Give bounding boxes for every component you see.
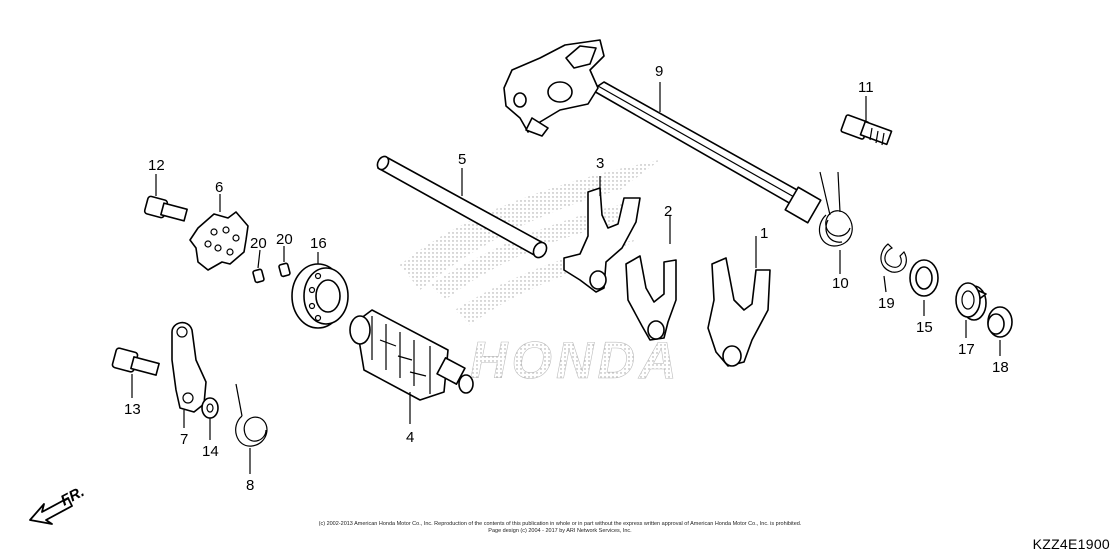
leader-lines [131, 82, 1001, 474]
part-8-spring[interactable] [235, 383, 268, 447]
part-16-bearing[interactable] [291, 263, 349, 329]
callout-15: 15 [916, 319, 933, 336]
part-2-shift-fork[interactable] [625, 255, 677, 341]
part-15-washer[interactable] [909, 259, 939, 297]
part-4-shift-drum[interactable] [349, 309, 474, 401]
reference-code: KZZ4E1900 [1032, 536, 1110, 552]
copyright-line-1: (c) 2002-2013 American Honda Motor Co., … [318, 521, 802, 527]
part-7-stopper-arm[interactable] [171, 321, 207, 413]
callout-11: 11 [858, 79, 874, 96]
callout-20b: 20 [276, 231, 293, 248]
part-6-segment[interactable] [189, 211, 249, 271]
callout-6: 6 [215, 179, 223, 196]
part-20-dowel-pin-a[interactable] [252, 268, 265, 284]
callout-10: 10 [832, 275, 849, 292]
part-20-dowel-pin-b[interactable] [278, 262, 291, 278]
callout-16: 16 [310, 235, 327, 252]
part-14-washer[interactable] [201, 397, 219, 419]
callout-19: 19 [878, 295, 895, 312]
callout-4: 4 [406, 429, 414, 446]
part-11-bolt[interactable] [840, 114, 893, 146]
copyright-notice: (c) 2002-2013 American Honda Motor Co., … [300, 521, 820, 535]
copyright-line-2: Page design (c) 2004 - 2017 by ARI Netwo… [488, 528, 632, 534]
part-17-needle-bearing[interactable] [955, 282, 987, 321]
part-19-circlip[interactable] [880, 243, 907, 273]
part-5-fork-shaft[interactable] [375, 154, 549, 259]
part-10-spring[interactable] [818, 171, 853, 247]
callout-9: 9 [655, 63, 663, 80]
callout-2: 2 [664, 203, 672, 220]
callout-8: 8 [246, 477, 254, 494]
callout-18: 18 [992, 359, 1009, 376]
front-direction-arrow: FR. [29, 483, 87, 525]
callout-3: 3 [596, 155, 604, 172]
callout-17: 17 [958, 341, 975, 358]
part-1-shift-fork[interactable] [707, 257, 771, 367]
callout-14: 14 [202, 443, 219, 460]
callout-5: 5 [458, 151, 466, 168]
callout-13: 13 [124, 401, 141, 418]
part-18-oil-seal[interactable] [987, 306, 1013, 338]
part-13-bolt[interactable] [111, 347, 160, 376]
part-3-shift-fork[interactable] [563, 187, 641, 293]
callout-20a: 20 [250, 235, 267, 252]
callout-labels: 1 2 3 4 5 6 7 8 9 10 11 12 13 14 15 16 1… [124, 63, 1009, 494]
watermark-text: HONDA [470, 332, 681, 390]
callout-12: 12 [148, 157, 165, 174]
callout-1: 1 [760, 225, 768, 242]
part-9-shift-spindle[interactable] [503, 39, 822, 224]
callout-7: 7 [180, 431, 188, 448]
part-12-bolt[interactable] [143, 195, 188, 222]
